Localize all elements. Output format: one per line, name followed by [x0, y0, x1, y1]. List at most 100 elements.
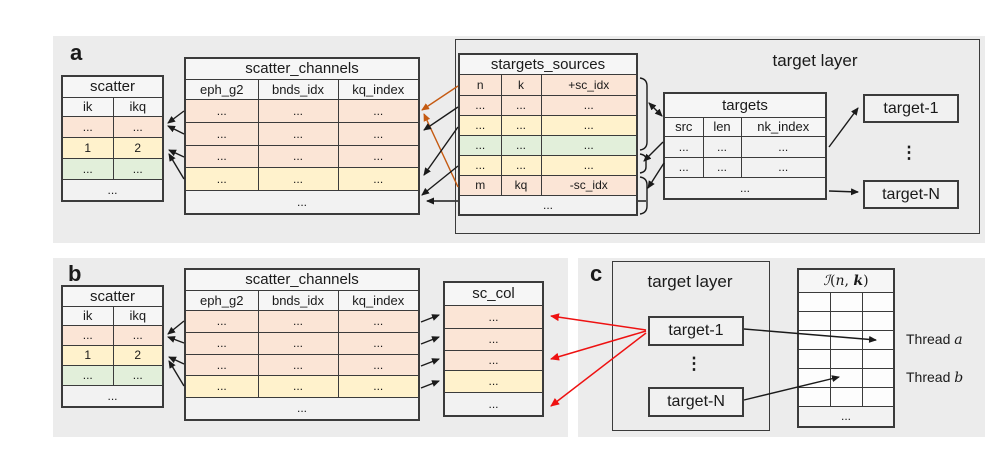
cell: ... — [61, 157, 114, 180]
paren: ) — [863, 273, 869, 290]
grid-cell — [861, 310, 895, 331]
column-header: src — [663, 116, 704, 137]
cell: ... — [540, 114, 638, 136]
cell: ... — [458, 154, 502, 176]
cell: ... — [500, 94, 542, 116]
cell: ... — [458, 114, 502, 136]
cell: ... — [740, 156, 827, 178]
cell: ... — [61, 115, 114, 138]
cell: ... — [112, 115, 164, 138]
cell: ... — [337, 166, 420, 191]
cell: ... — [337, 374, 420, 398]
grid-cell — [861, 386, 895, 407]
grid-cell — [829, 291, 863, 312]
cell: ... — [184, 121, 259, 146]
table-title: targets — [663, 92, 827, 118]
column-header: eph_g2 — [184, 289, 259, 311]
cell: n — [458, 73, 502, 96]
footer-cell: ... — [61, 384, 164, 408]
panel-a-label: a — [70, 40, 83, 65]
cell: -sc_idx — [540, 174, 638, 196]
cell: ... — [443, 304, 544, 329]
cell: ... — [540, 154, 638, 176]
grid-cell — [829, 386, 863, 407]
grid-cell — [861, 329, 895, 350]
target-n-box-a: target-N — [863, 180, 959, 209]
var-k: k — [853, 273, 864, 290]
grid-cell — [797, 310, 831, 331]
cell: ... — [702, 135, 742, 158]
table-title: scatter_channels — [184, 268, 420, 291]
cell: ... — [500, 114, 542, 136]
column-header: len — [702, 116, 742, 137]
cell: ... — [337, 98, 420, 123]
cell: ... — [257, 353, 339, 376]
cell: ... — [337, 144, 420, 168]
grid-cell — [797, 291, 831, 312]
cell: ... — [458, 94, 502, 116]
cell: ... — [443, 349, 544, 371]
target-n-box-c: target-N — [648, 387, 744, 417]
cell: ... — [500, 134, 542, 156]
column-header: kq_index — [337, 289, 420, 311]
column-header: ik — [61, 96, 114, 117]
column-header: eph_g2 — [184, 78, 259, 100]
grid-cell — [861, 291, 895, 312]
cell: +sc_idx — [540, 73, 638, 96]
grid-cell — [829, 310, 863, 331]
column-header: ikq — [112, 96, 164, 117]
matrix-title: ℐ(n, k) — [797, 268, 895, 293]
cell: ... — [257, 374, 339, 398]
cell: ... — [112, 364, 164, 386]
cell: ... — [337, 331, 420, 355]
column-header: ik — [61, 305, 114, 326]
grid-cell — [797, 329, 831, 350]
cell: 2 — [112, 344, 164, 366]
footer-cell: ... — [797, 405, 895, 428]
target-1-box-a: target-1 — [863, 94, 959, 123]
paren: ( — [830, 273, 836, 290]
table-title: stargets_sources — [458, 53, 638, 75]
grid-cell — [797, 348, 831, 369]
column-header: nk_index — [740, 116, 827, 137]
thread-b-label: Thread b — [906, 369, 964, 386]
cell: ... — [184, 353, 259, 376]
cell: ... — [257, 166, 339, 191]
intensity-matrix-table: ℐ(n, k) ... — [797, 268, 895, 428]
cell: ... — [61, 364, 114, 386]
cell: m — [458, 174, 502, 196]
comma: , — [844, 273, 854, 290]
cell: ... — [337, 309, 420, 333]
targets-table: targets src len nk_index ......... .....… — [663, 92, 827, 200]
cell: ... — [443, 391, 544, 417]
table-title: scatter_channels — [184, 57, 420, 80]
grid-cell — [797, 386, 831, 407]
cell: 2 — [112, 136, 164, 159]
thread-a-label: Thread a — [906, 331, 963, 348]
target-layer-label-a: target layer — [772, 51, 858, 70]
cell: ... — [500, 154, 542, 176]
cell: ... — [184, 309, 259, 333]
cell: 1 — [61, 344, 114, 366]
cell: ... — [112, 324, 164, 346]
column-header: kq_index — [337, 78, 420, 100]
grid-cell — [861, 348, 895, 369]
grid-cell — [829, 367, 863, 388]
cell: ... — [184, 144, 259, 168]
cell: ... — [257, 309, 339, 333]
footer-cell: ... — [61, 178, 164, 202]
cell: ... — [184, 98, 259, 123]
cell: ... — [257, 121, 339, 146]
cell: ... — [112, 157, 164, 180]
script-I: ℐ — [823, 273, 830, 290]
sc-col-table: sc_col ... ... ... ... ... — [443, 281, 544, 417]
cell: ... — [184, 166, 259, 191]
cell: ... — [184, 331, 259, 355]
cell: ... — [663, 135, 704, 158]
cell: ... — [443, 369, 544, 393]
cell: ... — [257, 331, 339, 355]
cell: ... — [184, 374, 259, 398]
